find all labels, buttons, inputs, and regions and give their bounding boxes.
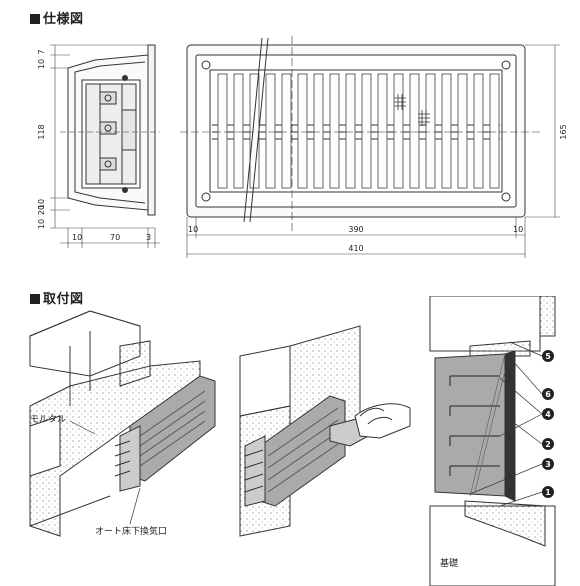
mesh-icon [394, 94, 406, 110]
callout-label-1: 1 [545, 488, 551, 497]
louver-slat [329, 73, 340, 189]
louver-slat [297, 73, 308, 189]
mesh-icon [418, 110, 430, 126]
callout-label-2: 2 [545, 440, 551, 449]
louver-slat [425, 73, 436, 189]
square-bullet-icon [30, 14, 40, 24]
callout-3: 3 [469, 458, 554, 495]
louver-slat [473, 73, 484, 189]
callout-5: 5 [509, 341, 554, 362]
front-dim-labels: 165 10 390 10 410 [188, 124, 568, 253]
side-dim-10a: 10 [37, 59, 46, 69]
side-dim-bottom-10: 10 [72, 233, 82, 242]
front-dimension-lines [186, 44, 560, 258]
callout-6: 6 [511, 359, 554, 400]
install-step-1 [29, 310, 216, 537]
install-title-text: 取付図 [43, 292, 84, 307]
louver-slat [457, 73, 468, 189]
louver-slat [345, 73, 356, 189]
label-foundation: 基礎 [440, 557, 458, 569]
louver-slat [233, 73, 244, 189]
front-louver-slats [217, 73, 500, 189]
callout-4: 4 [499, 377, 554, 437]
label-auto-vent: オート床下換気口 [95, 525, 167, 537]
install-drawings: モルタル オート床下換気口 基礎 5 [29, 296, 556, 586]
side-dimension-lines [50, 44, 160, 248]
louver-slat [393, 73, 404, 189]
callout-1: 1 [499, 486, 554, 507]
front-diagonal-lines [180, 36, 540, 232]
spec-drawing: 7 10 118 10 20 10 10 70 3 [37, 36, 568, 258]
louver-slat [281, 73, 292, 189]
callouts: 5 6 4 2 3 1 [469, 341, 554, 507]
callout-label-5: 5 [545, 352, 551, 361]
callout-label-4: 4 [545, 410, 551, 419]
install-step-2 [239, 325, 411, 537]
front-dim-10-left: 10 [188, 225, 198, 234]
square-bullet-icon [30, 294, 40, 304]
label-mortar: モルタル [30, 414, 66, 425]
install-section-view [429, 296, 556, 586]
callout-label-3: 3 [545, 460, 551, 469]
front-dim-390: 390 [348, 225, 363, 234]
side-dim-bottom-3: 3 [146, 233, 151, 242]
louver-slat [217, 73, 228, 189]
spec-section-title: 仕様図 [30, 8, 84, 27]
side-dim-118: 118 [37, 124, 46, 139]
louver-slat [265, 73, 276, 189]
louver-slat [489, 73, 500, 189]
front-dim-10-right: 10 [513, 225, 523, 234]
louver-slat [409, 73, 420, 189]
install-section-title: 取付図 [30, 288, 84, 307]
side-dim-7: 7 [37, 49, 46, 54]
side-dim-10c: 10 [37, 219, 46, 229]
front-dim-165: 165 [559, 124, 568, 139]
side-dim-labels: 7 10 118 10 20 10 10 70 3 [37, 49, 151, 242]
spec-title-text: 仕様図 [43, 12, 84, 27]
side-dim-10b: 10 [37, 199, 46, 209]
side-dim-bottom-70: 70 [110, 233, 120, 242]
side-view [60, 44, 160, 216]
louver-slat [361, 73, 372, 189]
callout-label-6: 6 [545, 390, 551, 399]
louver-slat [313, 73, 324, 189]
louver-slat [377, 73, 388, 189]
side-dim-20: 20 [37, 205, 46, 215]
callout-2: 2 [504, 415, 554, 450]
louver-slat [441, 73, 452, 189]
front-dim-410: 410 [348, 244, 363, 253]
mesh-icons [394, 94, 430, 126]
